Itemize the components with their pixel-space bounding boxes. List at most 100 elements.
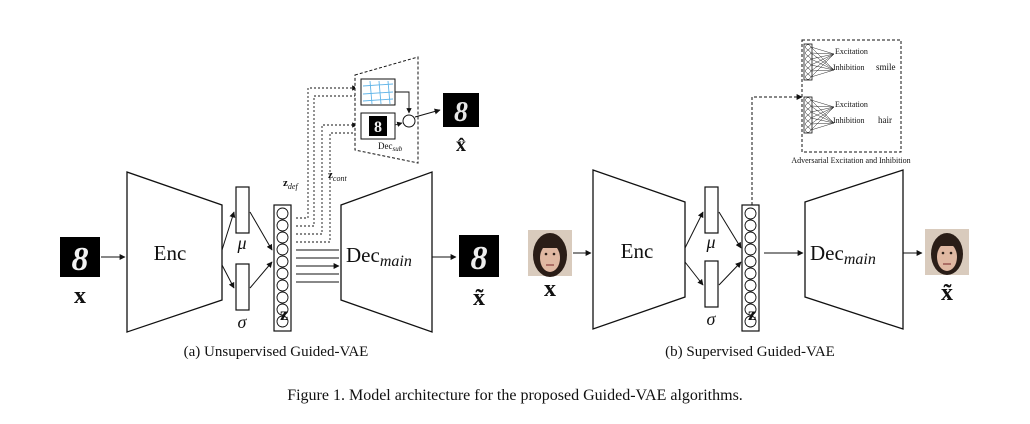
- sub-digit-glyph: 8: [374, 119, 382, 136]
- zcont-connection: [296, 122, 358, 235]
- net-input-unit: [805, 97, 811, 103]
- net-edge: [810, 106, 835, 125]
- unsupervised-panel: 8 x Enc μ σ z zdef zcont: [60, 56, 499, 360]
- arrow-sigma-to-z: [249, 261, 273, 289]
- z-unit: [744, 219, 757, 232]
- arrow-mu-to-z: [249, 211, 273, 251]
- arrow-enc-to-mu: [221, 211, 236, 251]
- mu-label: μ: [236, 233, 246, 253]
- net-edge: [810, 122, 835, 125]
- attr-2-label: hair: [878, 115, 892, 125]
- net-input-unit: [805, 121, 811, 127]
- z-to-attribute-connection: [751, 94, 803, 205]
- z-unit: [744, 291, 757, 304]
- sub-digit-image: [369, 116, 387, 136]
- net-input-column: [803, 96, 813, 134]
- supervised-panel: x Enc μ σ z Excitation Inhibition smile …: [528, 39, 969, 360]
- sub-grid-lines: [362, 80, 394, 105]
- z-unit: [744, 255, 757, 268]
- arrow-mu-to-z-right: [718, 211, 742, 249]
- attribute-box-title: Adversarial Excitation and Inhibition: [791, 156, 910, 165]
- sub-digit-to-node: [394, 121, 403, 127]
- net-edge: [810, 69, 835, 72]
- zdef-connection: [296, 85, 358, 219]
- attribute-box: [801, 39, 902, 153]
- net-input-unit: [805, 62, 811, 68]
- net-edge: [810, 46, 835, 55]
- z-unit: [276, 303, 289, 316]
- z-unit: [276, 243, 289, 256]
- output-x-tilde-label-right: x̃: [941, 280, 953, 306]
- encoder-block: [126, 171, 223, 333]
- attribute-net-1: [803, 43, 835, 81]
- net-edge: [810, 111, 835, 124]
- net-edge: [810, 106, 835, 119]
- net-edge: [810, 99, 835, 124]
- net-input-unit: [805, 127, 811, 133]
- latent-z-vector: [273, 204, 292, 332]
- mu-bar-right: [704, 186, 719, 234]
- net-edge: [810, 99, 835, 108]
- output-face-image: [925, 229, 969, 275]
- sub-output-label: x̂: [456, 134, 466, 156]
- z-unit: [276, 315, 289, 328]
- sigma-bar-right: [704, 260, 719, 308]
- net-edge: [810, 52, 835, 71]
- net-edge: [810, 53, 835, 66]
- z-unit: [276, 267, 289, 280]
- zdef-label: zdef: [283, 177, 299, 191]
- z-unit: [276, 207, 289, 220]
- main-decoder-block: [340, 171, 433, 333]
- net-edge: [810, 105, 835, 124]
- input-digit-image: [60, 237, 100, 277]
- left-caption: (a) Unsupervised Guided-VAE: [184, 344, 369, 360]
- net-edge: [810, 117, 835, 124]
- inhibition-1-label: Inhibition: [833, 63, 865, 72]
- sub-decoder-label: Decsub: [378, 141, 403, 153]
- z-unit: [744, 303, 757, 316]
- inhibition-2-label: Inhibition: [833, 116, 865, 125]
- mu-label-right: μ: [705, 232, 715, 252]
- right-caption: (b) Supervised Guided-VAE: [665, 344, 835, 360]
- net-input-unit: [805, 50, 811, 56]
- z-unit: [276, 219, 289, 232]
- attr-1-label: smile: [876, 62, 896, 72]
- encoder-label-right: Enc: [621, 239, 654, 263]
- output-digit-glyph: 8: [471, 240, 488, 277]
- z-unit: [744, 207, 757, 220]
- net-edge: [810, 53, 835, 72]
- z-unit: [276, 255, 289, 268]
- net-input-column: [803, 43, 813, 81]
- main-decoder-block-right: [804, 169, 904, 330]
- z-unit: [744, 279, 757, 292]
- net-edge: [810, 105, 835, 108]
- net-input-unit: [805, 56, 811, 62]
- sigma-label-right: σ: [707, 309, 717, 329]
- z-unit: [276, 279, 289, 292]
- sub-combine-node: [402, 114, 416, 128]
- figure-caption: Figure 1. Model architecture for the pro…: [287, 387, 743, 404]
- input-x-label-right: x: [544, 276, 556, 302]
- net-input-unit: [805, 103, 811, 109]
- net-edge: [810, 58, 835, 71]
- net-edge: [810, 106, 835, 113]
- net-edge: [810, 122, 835, 131]
- excitation-1-label: Excitation: [835, 47, 868, 56]
- net-input-unit: [805, 109, 811, 115]
- net-input-unit: [805, 68, 811, 74]
- net-edge: [810, 53, 835, 78]
- net-input-unit: [805, 115, 811, 121]
- net-edge: [810, 69, 835, 78]
- input-face-image: [528, 230, 572, 277]
- z-label: z: [280, 304, 288, 324]
- sub-grid-to-node: [395, 91, 412, 114]
- sub-output-image: [443, 93, 479, 127]
- net-edge: [810, 52, 835, 55]
- arrow-enc-to-mu-right: [684, 211, 704, 249]
- z-unit: [744, 243, 757, 256]
- net-edge: [810, 64, 835, 71]
- arrow-enc-to-sigma-right: [684, 261, 704, 286]
- net-input-unit: [805, 74, 811, 80]
- zdef-connection-2: [296, 95, 357, 227]
